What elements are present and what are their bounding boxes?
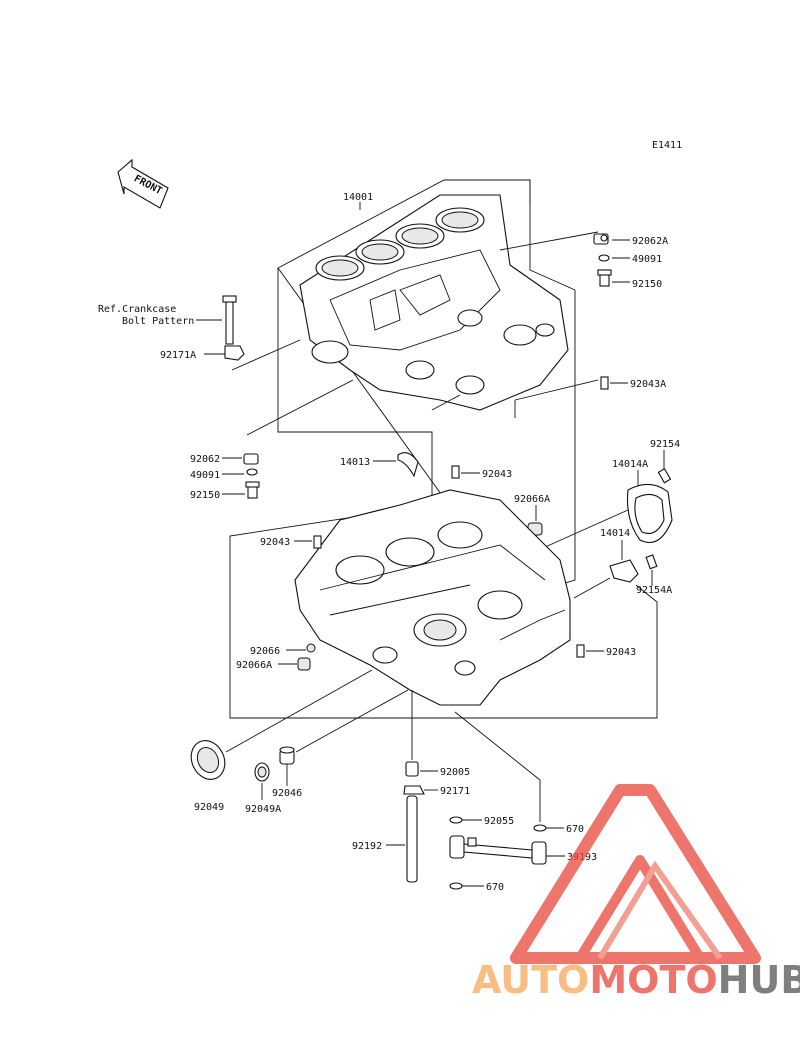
label-92154A: 92154A [636,585,672,596]
label-14014A: 14014A [612,459,648,470]
oring-670-bottom [449,882,463,890]
bolt-92154A [645,554,658,570]
bolt-92171A-group [222,295,245,361]
label-49091-top: 49091 [632,254,662,265]
diagram-code: E1411 [652,140,682,151]
label-92066A: 92066A [236,660,272,671]
nozzle-92005 [405,761,419,777]
clip-14013 [397,452,419,478]
label-49091: 49091 [190,470,220,481]
label-92192: 92192 [352,841,382,852]
label-92066A-right: 92066A [514,494,550,505]
bracket-14014 [609,559,639,583]
label-92005: 92005 [440,767,470,778]
label-92062: 92062 [190,454,220,465]
label-670-top: 670 [566,824,584,835]
label-92066: 92066 [250,646,280,657]
label-92154: 92154 [650,439,680,450]
pipe-assy-39193 [449,835,547,865]
watermark-text: AUTOMOTOHUB [472,958,800,1002]
label-92171A: 92171A [160,350,196,361]
label-14013: 14013 [340,457,370,468]
label-92043-top: 92043 [482,469,512,480]
plug-92066 [306,643,316,653]
bolt-92062A-group [593,233,612,287]
dowel-92043-right [576,644,585,658]
label-14014: 14014 [600,528,630,539]
oring-92055 [449,816,463,824]
watermark-part1: AUTO [472,958,589,1002]
front-arrow-icon: FRONT [117,158,169,209]
label-92043-left: 92043 [260,537,290,548]
automotohub-logo: AUTOMOTOHUB [472,784,800,1002]
label-14001: 14001 [343,192,373,203]
ref-note-line2: Bolt Pattern [122,316,194,327]
clamp-92171 [403,785,425,795]
upper-crankcase-14001 [277,179,576,599]
oring-670-top [533,824,547,832]
pipe-92192 [406,795,418,883]
lower-crankcase [294,489,571,706]
label-92171: 92171 [440,786,470,797]
label-92062A: 92062A [632,236,668,247]
dowel-92043-left [313,535,322,549]
dowel-92043-top [451,465,460,479]
watermark-part3: HUB [718,958,800,1002]
oil-seal-92049 [190,740,226,780]
bolt-92062-group [243,453,260,499]
label-92055: 92055 [484,816,514,827]
label-92150-top: 92150 [632,279,662,290]
label-92150: 92150 [190,490,220,501]
plug-92066A [297,657,311,671]
bolt-92154 [657,468,672,484]
oil-seal-92049A [254,762,270,782]
label-92046: 92046 [272,788,302,799]
bushing-92046 [279,746,295,765]
watermark-part2: MOTO [589,958,717,1002]
ref-note-line1: Ref.Crankcase [98,304,176,315]
label-92049A: 92049A [245,804,281,815]
label-92043A: 92043A [630,379,666,390]
dowel-92043A [600,376,609,390]
label-670-bottom: 670 [486,882,504,893]
label-92049: 92049 [194,802,224,813]
label-92043-right: 92043 [606,647,636,658]
